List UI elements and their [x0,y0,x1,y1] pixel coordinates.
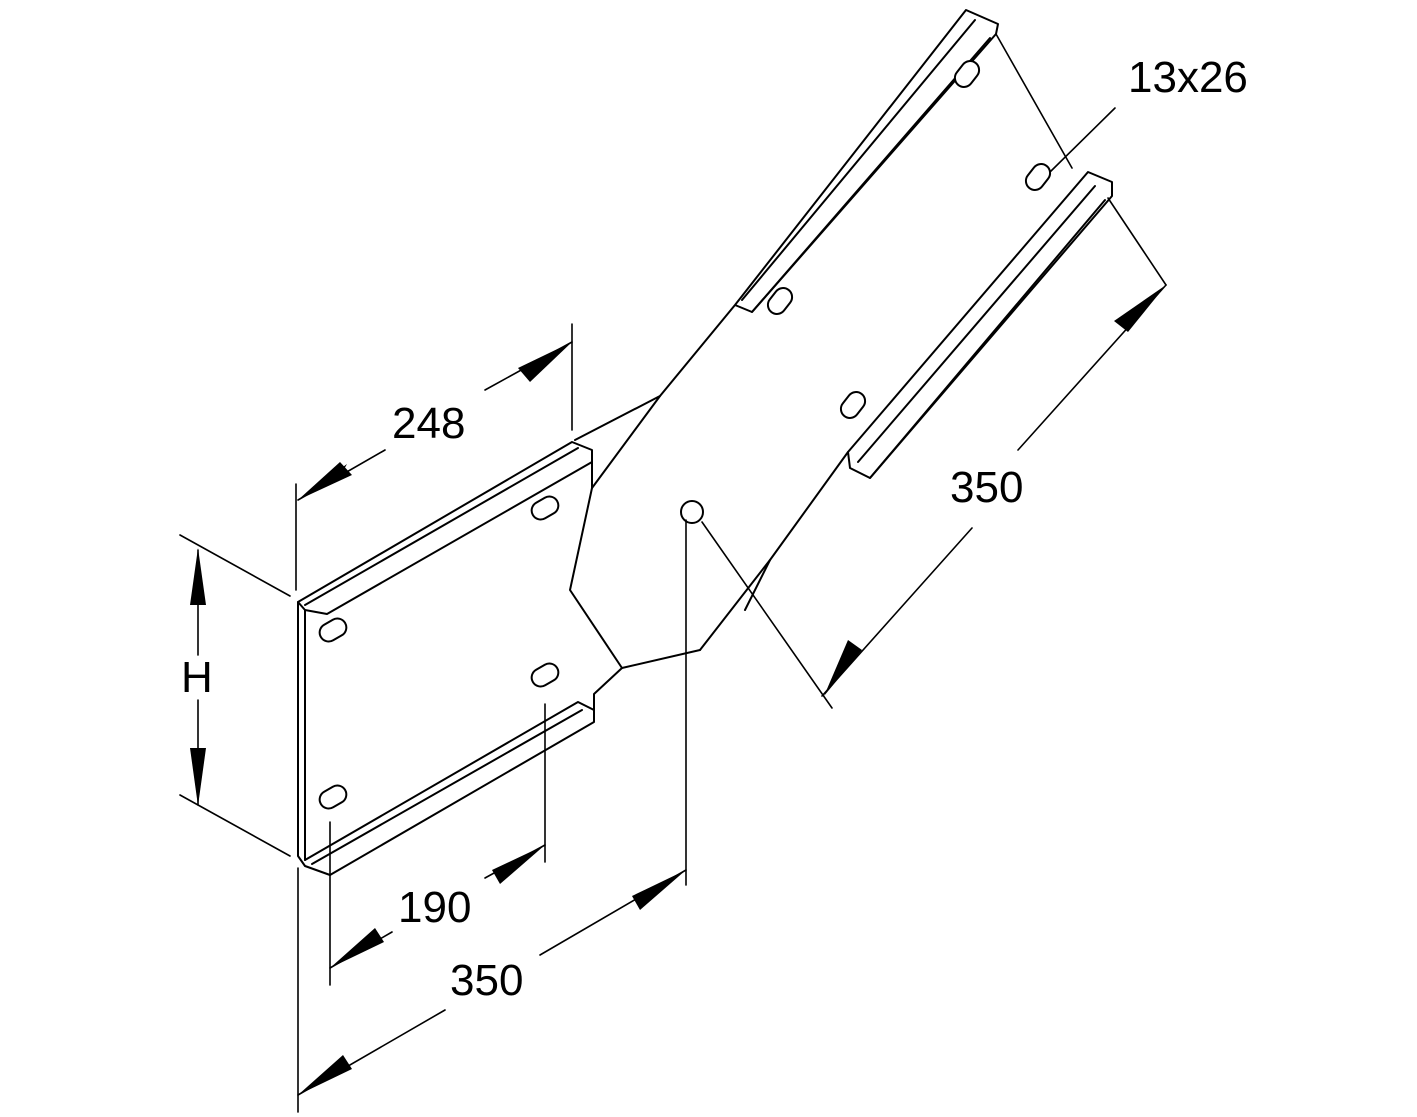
label-350-bottom: 350 [450,956,523,1005]
slot-right-4 [839,391,867,419]
left-plate [297,395,701,876]
arrow-350-right-high [1114,285,1166,332]
slot-inner-bottom [530,662,560,688]
arrow-h-bottom [190,748,206,806]
arrow-248-right [518,342,572,382]
slot-left-bottom [318,784,348,810]
pivot-hole [680,500,704,524]
arrow-350-bottom-right [632,870,686,910]
arrow-190-left [330,928,384,968]
arrow-350-right-low [824,640,862,696]
arrow-190-right [492,845,545,884]
dimension-lines [179,33,1167,1113]
slot-right-2 [1024,163,1052,191]
arrow-248-left-fill [298,462,352,500]
slot-inner-top [530,495,560,521]
label-248: 248 [392,399,465,448]
arrow-350-bottom-left [298,1055,352,1095]
arrow-h-top [190,548,206,605]
slot-left-top [318,617,348,643]
label-350-right: 350 [950,463,1023,512]
slot-right-1 [953,60,981,88]
angled-plate [659,9,1113,651]
label-190: 190 [398,883,471,932]
label-h: H [181,653,213,702]
arrowheads [190,285,1166,1095]
slot-right-3 [766,287,794,315]
slots [318,60,1052,810]
label-13x26: 13x26 [1128,53,1248,102]
